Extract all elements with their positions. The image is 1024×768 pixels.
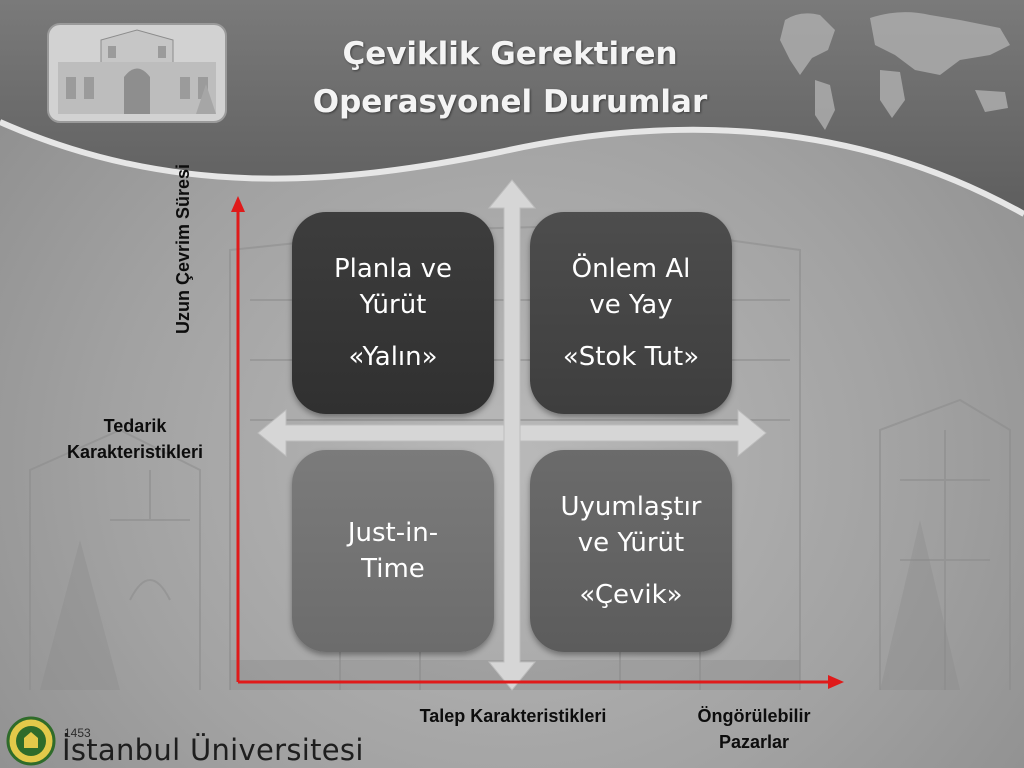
- predictable-markets-label: Öngörülebilir Pazarlar: [697, 706, 811, 752]
- slide-title: Çeviklik Gerektiren Operasyonel Durumlar: [280, 30, 740, 126]
- founding-year: 1453: [64, 726, 91, 740]
- tile-sub-text: «Stok Tut»: [562, 342, 700, 372]
- tile-main-text: Just-in-Time: [347, 518, 439, 584]
- world-map-icon: [780, 12, 1010, 130]
- university-building-icon: [47, 23, 227, 123]
- tile-hedge-and-postpone: Önlem Al ve Yay «Stok Tut»: [530, 212, 732, 414]
- header-banner: [0, 0, 1024, 217]
- tile-just-in-time: Just-in-Time: [292, 450, 494, 652]
- tile-adapt-and-execute: Uyumlaştır ve Yürüt «Çevik»: [530, 450, 732, 652]
- tile-main-text: Planla ve Yürüt: [333, 254, 453, 320]
- tile-main-text: Uyumlaştır ve Yürüt: [560, 492, 702, 558]
- university-name: İstanbul Üniversitesi: [62, 733, 364, 767]
- university-seal-icon: [6, 716, 56, 766]
- title-line-2: Operasyonel Durumlar: [312, 84, 708, 120]
- tile-main-text: Önlem Al ve Yay: [571, 254, 691, 320]
- supply-characteristics-label: Tedarik Karakteristikleri: [66, 416, 204, 462]
- tile-plan-and-execute: Planla ve Yürüt «Yalın»: [292, 212, 494, 414]
- title-line-1: Çeviklik Gerektiren: [342, 36, 678, 72]
- tile-sub-text: «Yalın»: [348, 342, 438, 372]
- tile-sub-text: «Çevik»: [579, 580, 683, 610]
- y-axis-label-text: Uzun Çevrim Süresi: [173, 163, 193, 334]
- demand-characteristics-label: Talep Karakteristikleri: [419, 706, 607, 726]
